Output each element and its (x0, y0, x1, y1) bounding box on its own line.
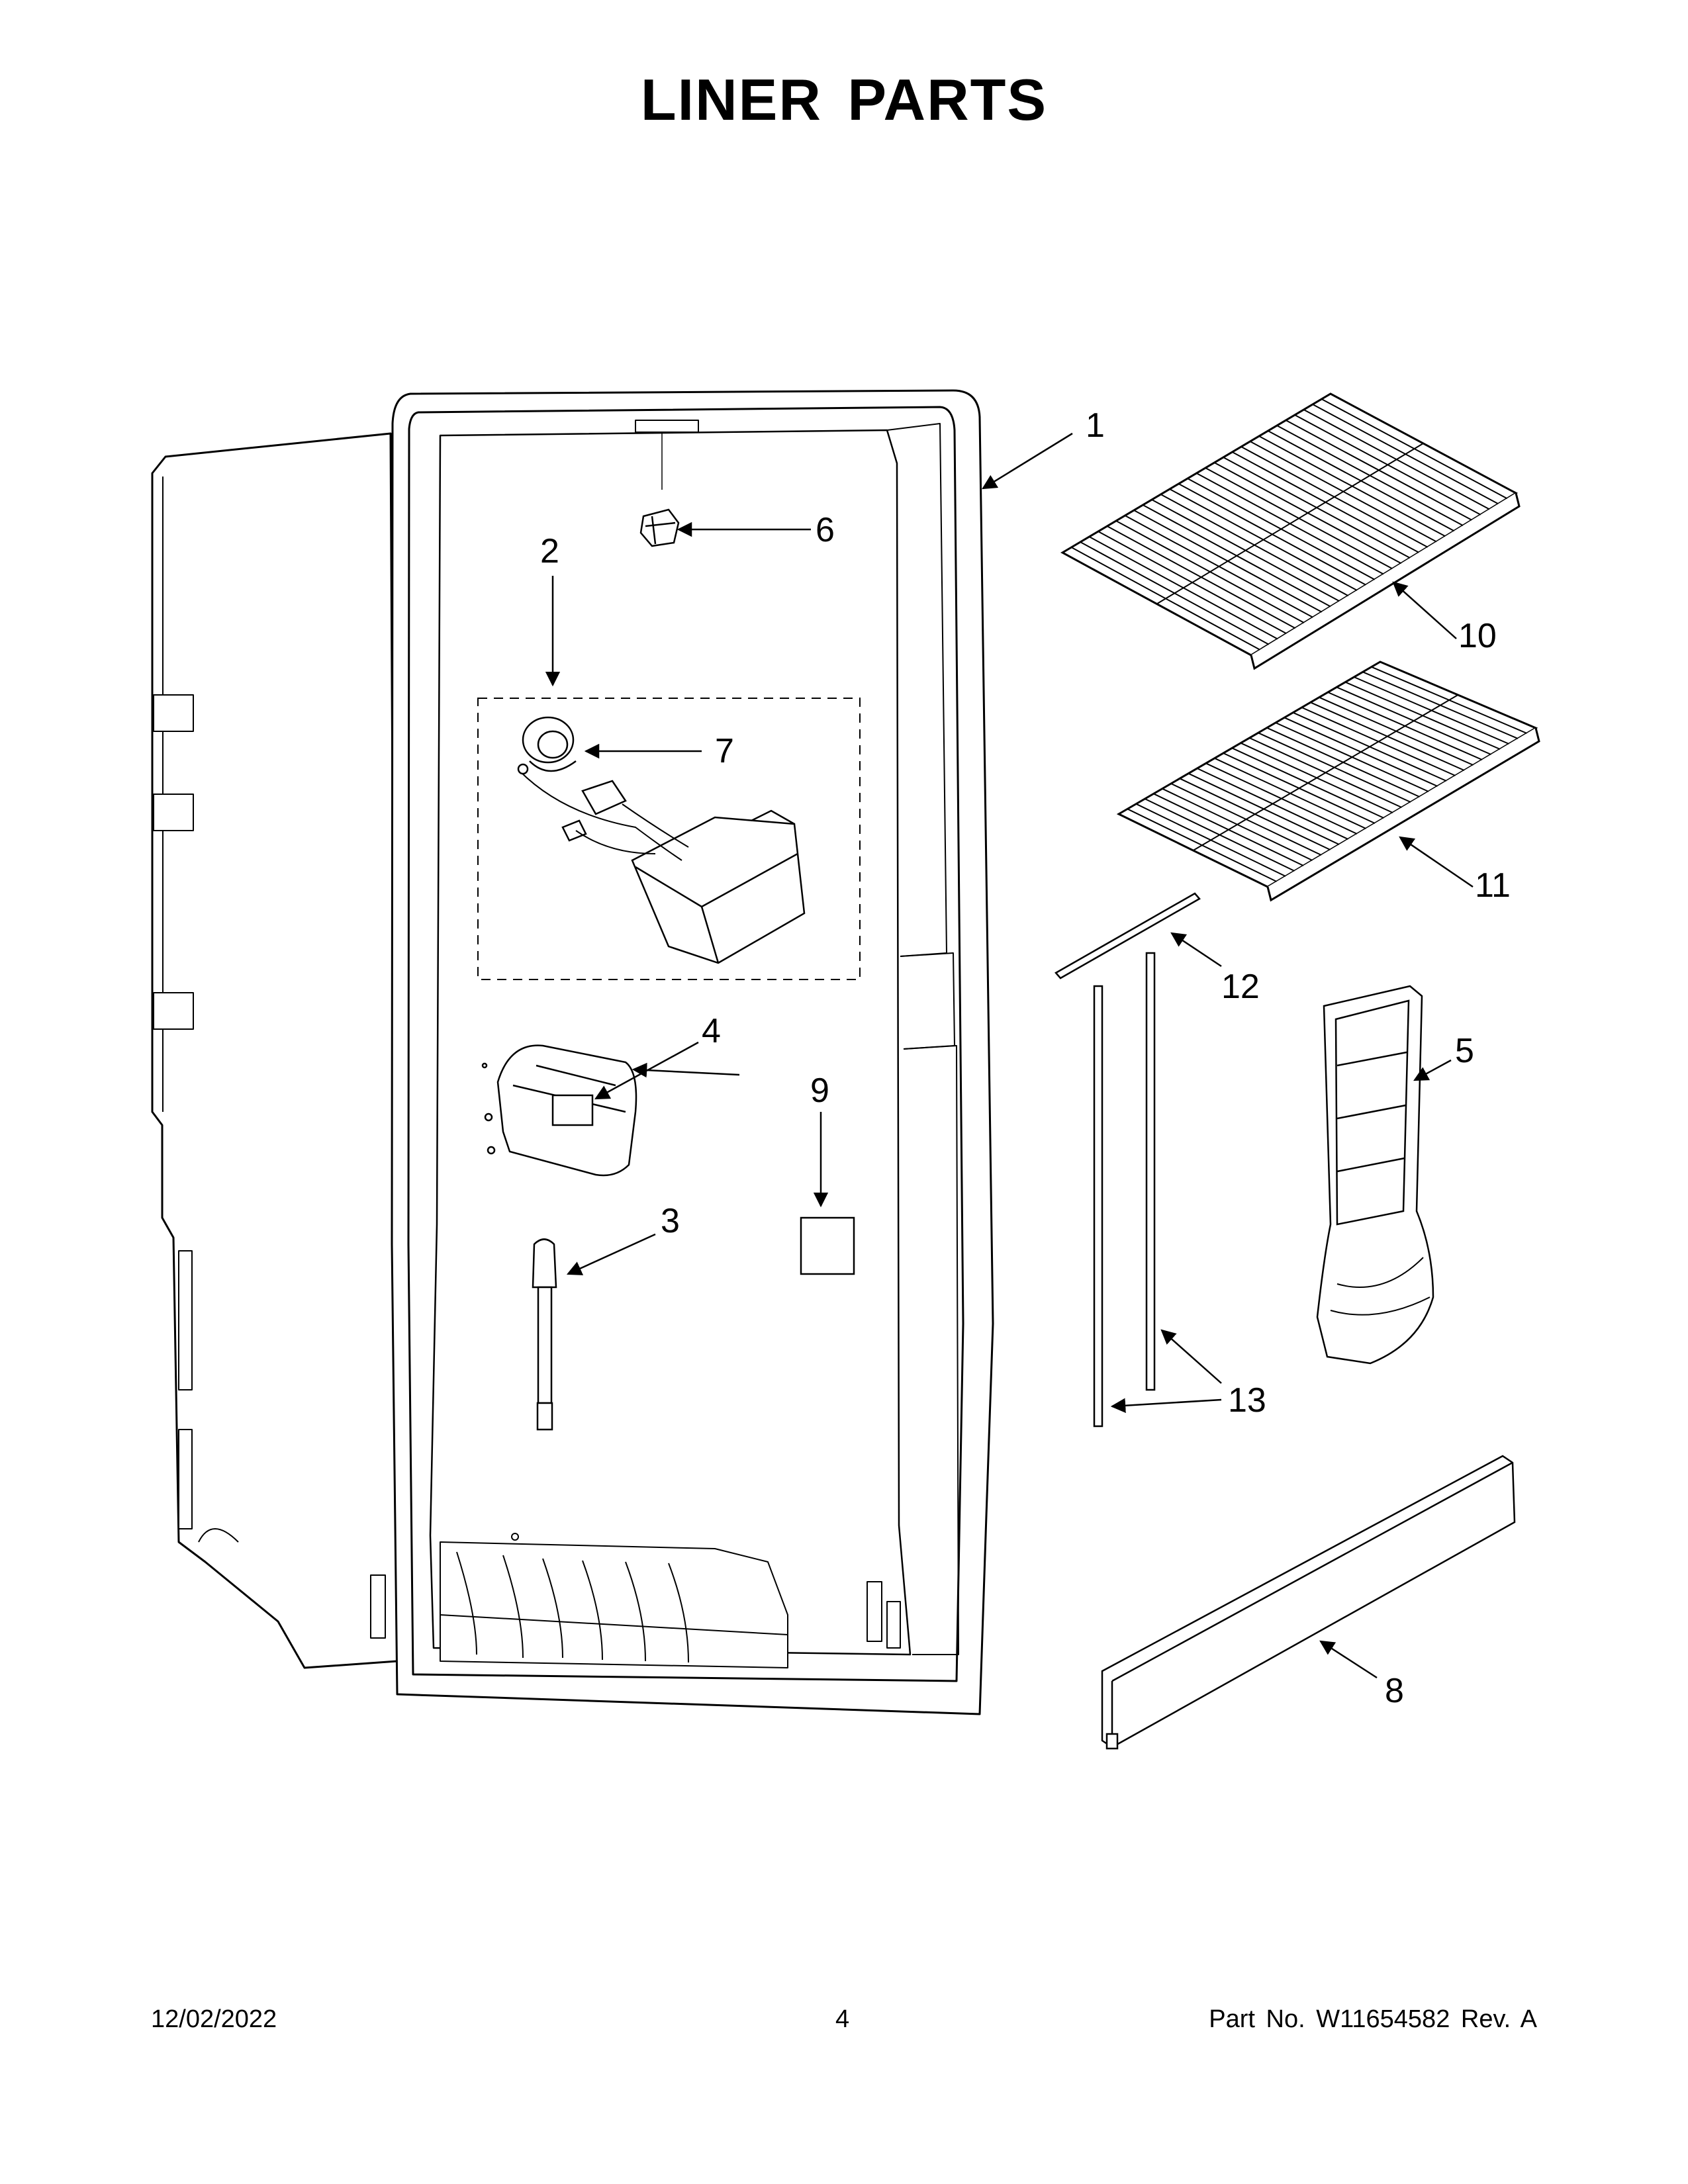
footer-part-number: Part No. W11654582 Rev. A (1209, 2005, 1537, 2033)
part-8-bottom-trim (1101, 1455, 1516, 1750)
callout-4: 4 (702, 1012, 721, 1050)
callout-8: 8 (1385, 1672, 1404, 1710)
callout-12: 12 (1221, 968, 1260, 1006)
part-9-label (800, 1216, 855, 1275)
part-7-control-knob (522, 716, 577, 772)
leader-arrows (545, 432, 1474, 1679)
callout-11: 11 (1475, 866, 1511, 905)
callout-2: 2 (540, 532, 559, 570)
callout-3: 3 (661, 1202, 680, 1240)
callout-7: 7 (715, 732, 734, 770)
part-4-bracket (481, 1044, 637, 1177)
callout-13: 13 (1228, 1381, 1266, 1420)
callout-5: 5 (1455, 1032, 1474, 1070)
part-5-air-duct-cover (1316, 985, 1434, 1365)
part-2-assembly-boundary (477, 698, 861, 980)
page-title: LINER PARTS (640, 67, 1048, 132)
footer-date: 12/02/2022 (151, 2005, 277, 2033)
callout-1: 1 (1086, 406, 1105, 445)
part-11-wire-shelf (1116, 660, 1540, 902)
part-2-control-housing (517, 763, 806, 964)
part-12-trim-strip (1055, 892, 1201, 979)
callout-9: 9 (810, 1071, 829, 1110)
part-13-trim-strips (1093, 952, 1156, 1428)
callout-10: 10 (1458, 617, 1497, 655)
part-6-clip (639, 508, 680, 547)
footer-page-number: 4 (835, 2005, 850, 2033)
part-10-wire-shelf (1060, 392, 1521, 670)
part-3-sensor (532, 1238, 557, 1431)
callout-6: 6 (816, 511, 835, 549)
